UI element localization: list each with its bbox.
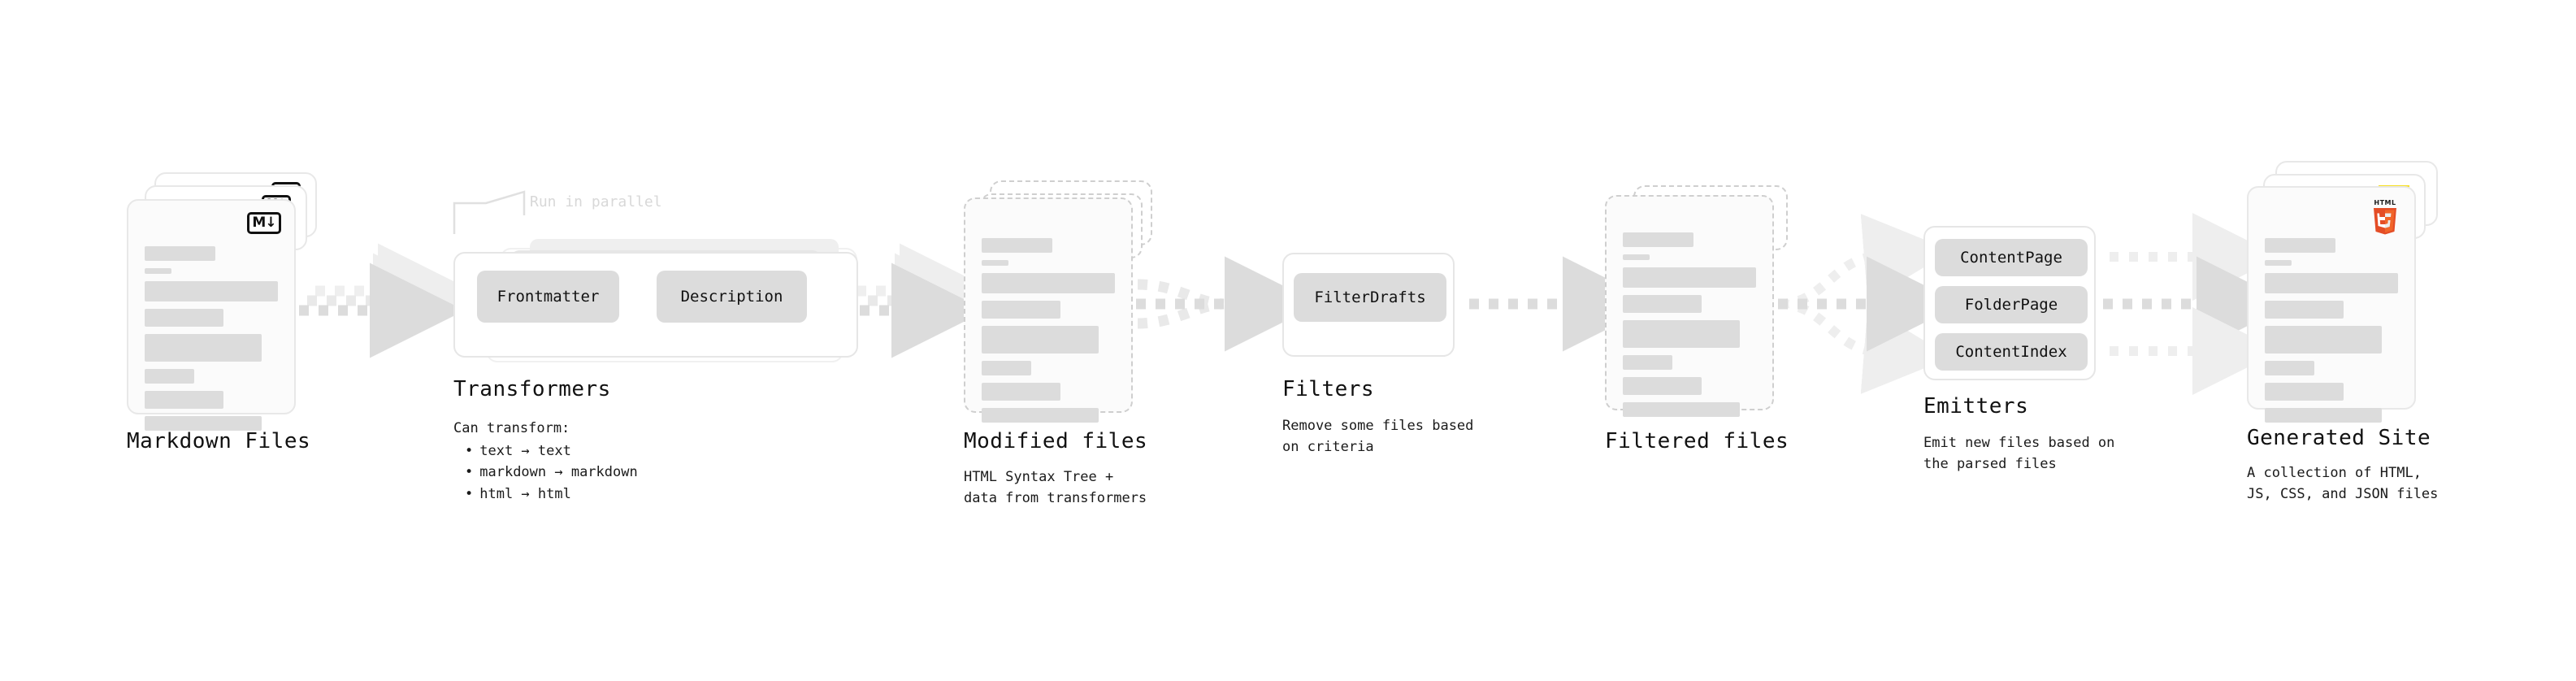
site-card-front-html: HTML	[2247, 186, 2416, 423]
transformers-subtitle: Can transform:	[453, 420, 570, 436]
emitters-subtitle: Emit new files based on the parsed files	[1923, 435, 2115, 472]
arrow-filtered-to-emitters	[1778, 214, 1962, 394]
filters-subtitle: Remove some files based on criteria	[1282, 418, 1474, 455]
filters-group[interactable]: FilterDrafts	[1282, 253, 1455, 357]
emitters-group[interactable]: ContentPage FolderPage ContentIndex	[1923, 226, 2096, 380]
file-content-placeholder	[982, 238, 1115, 430]
arrow-modified-to-filters	[1136, 256, 1320, 352]
stage-label-modified-files: Modified files	[964, 429, 1148, 453]
run-in-parallel-note: Run in parallel	[530, 193, 662, 210]
markdown-logo-icon: M↓	[247, 212, 281, 234]
file-content-placeholder	[2265, 238, 2398, 430]
stage-label-filtered-files: Filtered files	[1605, 429, 1789, 453]
modified-files-subtitle: HTML Syntax Tree + data from transformer…	[964, 469, 1147, 506]
emitter-pill-contentindex[interactable]: ContentIndex	[1935, 333, 2088, 371]
run-in-parallel-bracket	[453, 190, 526, 234]
stage-label-transformers: Transformers	[453, 377, 611, 401]
stage-label-filters: Filters	[1282, 377, 1375, 401]
transformer-bullet: markdown → markdown	[460, 462, 637, 483]
transformer-pill-frontmatter[interactable]: Frontmatter	[477, 271, 619, 323]
file-content-placeholder	[145, 246, 278, 438]
modified-card-front	[964, 197, 1133, 423]
transformer-pill-description[interactable]: Description	[657, 271, 807, 323]
stage-label-emitters: Emitters	[1923, 394, 2029, 419]
filter-pill-filterdrafts[interactable]: FilterDrafts	[1294, 273, 1446, 322]
markdown-card-front: M↓	[127, 199, 296, 431]
transformer-bullet: html → html	[460, 484, 638, 505]
arrow-emitters-to-site	[2103, 213, 2292, 395]
transformer-bullet: text → text	[460, 440, 638, 462]
svg-text:HTML: HTML	[2374, 199, 2396, 206]
transformer-group-front[interactable]: Frontmatter Description	[453, 252, 858, 358]
filtered-card-front	[1605, 195, 1774, 417]
transformers-bullet-list: text → text markdown → markdown html → h…	[460, 440, 638, 505]
generated-site-subtitle: A collection of HTML, JS, CSS, and JSON …	[2247, 465, 2439, 502]
arrow-markdown-to-transformers	[299, 243, 473, 358]
stage-label-markdown-files: Markdown Files	[127, 429, 311, 453]
stage-label-generated-site: Generated Site	[2247, 426, 2431, 450]
file-content-placeholder	[1623, 232, 1756, 424]
html5-logo-icon: HTML	[2369, 197, 2401, 235]
emitter-pill-folderpage[interactable]: FolderPage	[1935, 286, 2088, 323]
emitter-pill-contentpage[interactable]: ContentPage	[1935, 239, 2088, 276]
